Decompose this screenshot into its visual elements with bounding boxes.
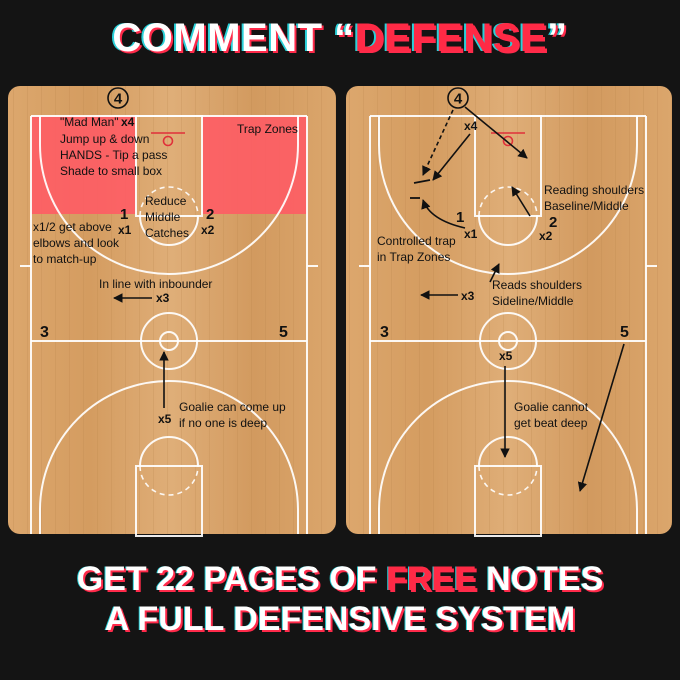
reads-line-2: Sideline/Middle <box>492 294 574 308</box>
left-x5-label: x5 <box>158 412 172 426</box>
inbounder-label: In line with inbounder <box>99 277 212 291</box>
reading-line-2: Baseline/Middle <box>544 199 629 213</box>
trap-zone-left <box>31 116 135 214</box>
left-player-1: 1 <box>120 206 128 223</box>
left-player-2: 2 <box>206 206 214 223</box>
right-five-cut-arrow <box>577 343 625 492</box>
mad-man-line-3: Shade to small box <box>60 164 162 178</box>
x12-line-1: x1/2 get above <box>33 220 112 234</box>
right-x1-label: x1 <box>464 227 478 241</box>
free-highlight: FREE <box>385 560 477 598</box>
left-x3-label: x3 <box>156 291 170 305</box>
x12-line-2: elbows and look <box>33 236 120 250</box>
left-player-5: 5 <box>279 324 288 341</box>
mad-man-label: "Mad Man" <box>60 115 119 129</box>
right-x1-trap-arrow <box>421 199 466 229</box>
right-court: 4 x4 1 x1 2 x2 Reading shoulders Baselin… <box>346 86 672 537</box>
right-x2-arrow <box>511 186 531 217</box>
right-x5-label: x5 <box>499 349 513 363</box>
right-player-2: 2 <box>549 214 557 231</box>
left-court: 4 "Mad Man" x4 Jump up & down HANDS - Ti… <box>8 86 336 537</box>
left-x2-label: x2 <box>201 223 215 237</box>
left-center-circle <box>140 312 198 370</box>
trap-zones-label: Trap Zones <box>237 122 298 136</box>
top-headline: COMMENT “DEFENSE” <box>0 16 680 61</box>
headline-highlight: DEFENSE <box>354 16 548 60</box>
right-goalie-line-2: get beat deep <box>514 416 588 430</box>
right-pass-arrow <box>422 109 454 176</box>
right-x4-arrow <box>432 133 471 181</box>
right-player-3: 3 <box>380 324 389 341</box>
reduce-line-1: Reduce <box>145 194 187 208</box>
right-player-1: 1 <box>456 209 464 226</box>
bottom-headline-line-2: A FULL DEFENSIVE SYSTEM <box>104 600 576 638</box>
right-x3-reads-arrow <box>489 263 500 283</box>
mad-man-line-2: HANDS - Tip a pass <box>60 148 167 162</box>
right-player-5: 5 <box>620 324 629 341</box>
left-inbounder-label: 4 <box>114 91 123 108</box>
right-inbounder-label: 4 <box>454 91 463 108</box>
trap-zone-right <box>203 116 307 214</box>
bottom-headline-line-1: GET 22 PAGES OF FREE NOTES <box>76 560 604 598</box>
left-hoop <box>162 135 174 147</box>
mad-man-line-1: Jump up & down <box>60 132 149 146</box>
left-x1-label: x1 <box>118 223 132 237</box>
controlled-line-2: in Trap Zones <box>377 250 450 264</box>
right-inbounder-circle <box>447 87 469 109</box>
left-inbounder-circle <box>107 87 129 109</box>
headline-suffix: ” <box>547 16 568 60</box>
reading-line-1: Reading shoulders <box>544 183 644 197</box>
left-player-3: 3 <box>40 324 49 341</box>
left-x4-label: x4 <box>121 115 135 129</box>
reads-line-1: Reads shoulders <box>492 278 582 292</box>
right-center-circle <box>479 312 537 370</box>
left-goalie-line-2: if no one is deep <box>179 416 267 430</box>
right-x4-label: x4 <box>464 119 478 133</box>
headline-prefix: COMMENT “ <box>112 16 355 60</box>
left-goalie-line-1: Goalie can come up <box>179 400 286 414</box>
reduce-line-2: Middle <box>145 210 181 224</box>
right-x3-label: x3 <box>461 289 475 303</box>
controlled-line-1: Controlled trap <box>377 234 456 248</box>
right-hoop <box>502 135 514 147</box>
x12-line-3: to match-up <box>33 252 97 266</box>
reduce-line-3: Catches <box>145 226 189 240</box>
right-goalie-line-1: Goalie cannot <box>514 400 589 414</box>
right-x2-label: x2 <box>539 229 553 243</box>
right-four-cut-arrow <box>464 106 528 159</box>
